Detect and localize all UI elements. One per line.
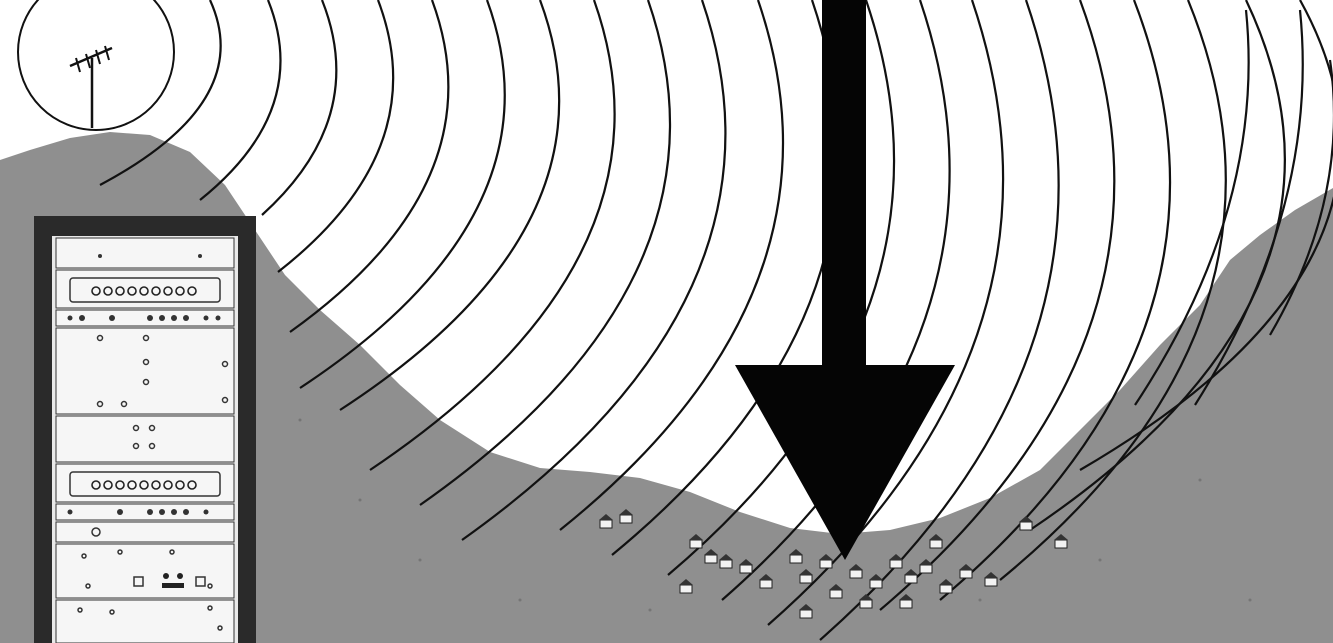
rack-panel: [56, 238, 234, 268]
house: [960, 570, 972, 578]
house: [1055, 540, 1067, 548]
house: [940, 585, 952, 593]
house: [720, 560, 732, 568]
rack-panel: [56, 522, 234, 542]
house: [800, 610, 812, 618]
house: [620, 515, 632, 523]
house: [860, 600, 872, 608]
house: [870, 580, 882, 588]
house: [705, 555, 717, 563]
house: [830, 590, 842, 598]
house: [680, 585, 692, 593]
house: [820, 560, 832, 568]
rack-panel: [56, 416, 234, 462]
rack-panel: [56, 544, 234, 598]
equipment-rack: [34, 216, 256, 643]
house: [905, 575, 917, 583]
house: [1020, 522, 1032, 530]
house: [930, 540, 942, 548]
house: [900, 600, 912, 608]
house: [740, 565, 752, 573]
house: [760, 580, 772, 588]
house: [920, 565, 932, 573]
house: [985, 578, 997, 586]
house: [790, 555, 802, 563]
house: [800, 575, 812, 583]
house: [850, 570, 862, 578]
house: [690, 540, 702, 548]
house: [890, 560, 902, 568]
house: [600, 520, 612, 528]
rack-panel: [56, 600, 234, 643]
